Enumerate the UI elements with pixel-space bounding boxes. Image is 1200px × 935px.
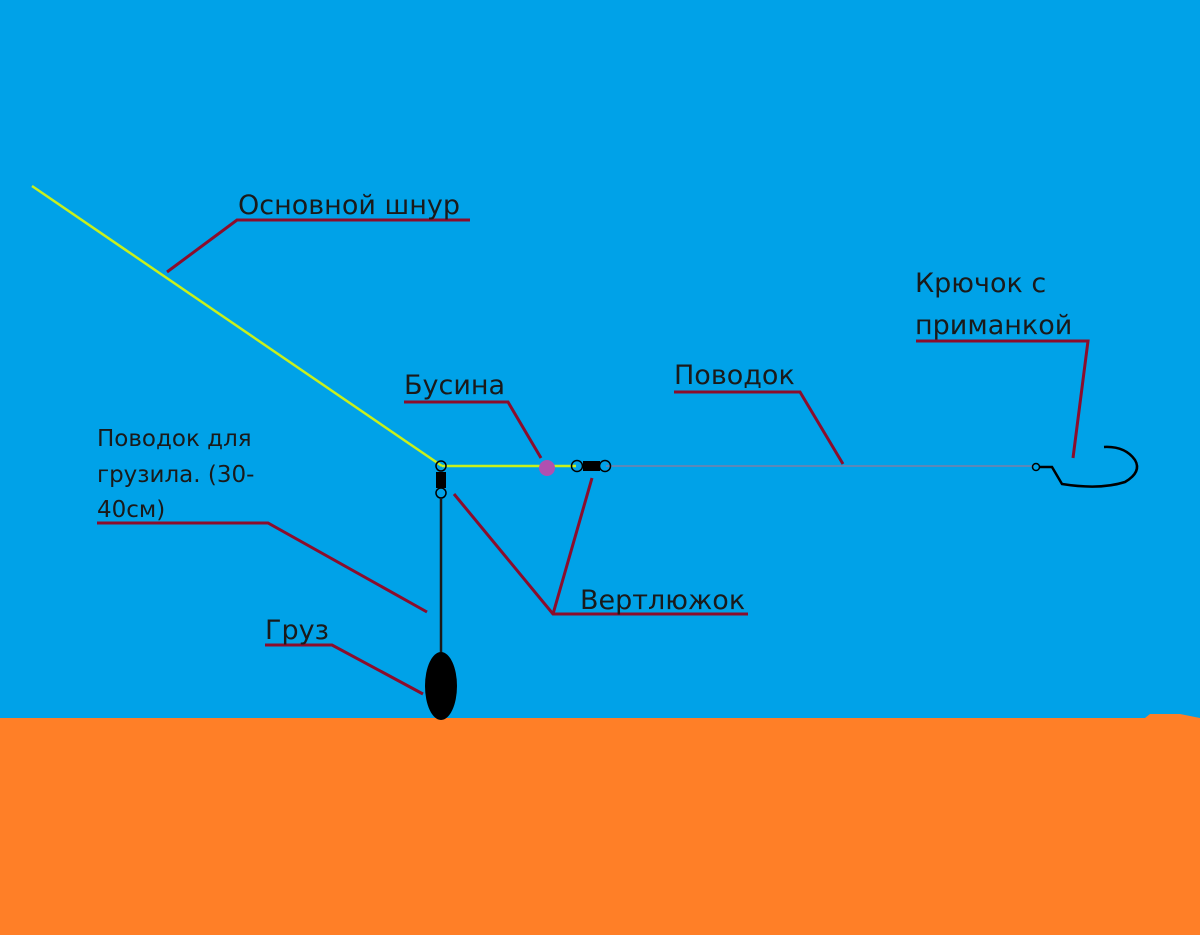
bottom-ground	[0, 714, 1200, 935]
label-sinker: Груз	[265, 615, 329, 646]
callout-bead	[404, 400, 543, 459]
label-sinker-leader-line3: 40см)	[97, 497, 165, 523]
callout-hook	[916, 339, 1090, 459]
callout-main-line	[166, 218, 470, 274]
label-sinker-leader-line2: грузила. (30-	[97, 462, 254, 488]
callouts	[97, 218, 1090, 696]
label-hook-line1: Крючок с	[915, 268, 1046, 299]
label-bead: Бусина	[404, 370, 505, 401]
label-main-line: Основной шнур	[238, 190, 460, 221]
callout-sinker-leader	[97, 521, 428, 614]
bead-icon	[539, 460, 555, 476]
label-sinker-leader-line1: Поводок для	[97, 426, 252, 452]
sinker-icon	[425, 652, 457, 720]
callout-sinker	[265, 643, 424, 696]
main-line	[31, 184, 443, 468]
water-background	[0, 0, 1200, 718]
label-leader: Поводок	[674, 360, 795, 391]
callout-swivel-2	[551, 477, 594, 615]
label-swivel: Вертлюжок	[580, 585, 745, 616]
hook-icon	[1031, 445, 1139, 488]
swivel-icon	[570, 459, 612, 473]
label-hook-line2: приманкой	[915, 310, 1072, 341]
callout-leader	[674, 390, 845, 465]
